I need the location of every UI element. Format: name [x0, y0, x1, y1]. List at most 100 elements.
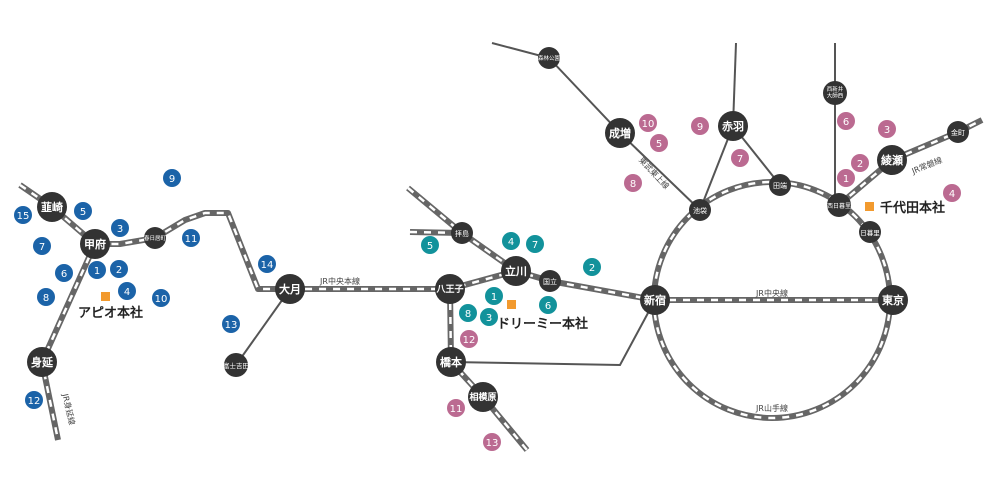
svg-text:赤羽: 赤羽 [722, 119, 744, 133]
svg-text:森林公園: 森林公園 [538, 54, 561, 62]
station-hachioji: 八王子 [435, 274, 465, 304]
marker-blue: 10 [152, 289, 170, 307]
svg-text:8: 8 [465, 309, 471, 320]
station-tokyo: 東京 [878, 285, 908, 315]
marker-teal: 5 [421, 236, 439, 254]
station-nishinippori: 西日暮里 [827, 193, 851, 217]
svg-text:2: 2 [116, 265, 122, 276]
svg-text:甲府: 甲府 [84, 237, 106, 251]
marker-blue: 14 [258, 255, 276, 273]
marker-teal: 4 [502, 232, 520, 250]
svg-text:11: 11 [450, 404, 463, 415]
office-dreamy: ドリーミー本社 [497, 300, 588, 332]
marker-blue: 9 [163, 169, 181, 187]
office-chiyoda: 千代田本社 [865, 200, 945, 216]
stations: 韮崎 甲府 身延 大月 八王子 立川 橋本 相模原 新宿 東京 成増 赤羽 綾瀬… [27, 47, 969, 412]
svg-text:立川: 立川 [505, 264, 527, 278]
marker-teal: 1 [485, 287, 503, 305]
svg-text:千代田本社: 千代田本社 [880, 200, 945, 216]
label-jr-minobu: JR身延線 [60, 392, 77, 426]
marker-pink: 2 [851, 154, 869, 172]
station-tachikawa: 立川 [501, 256, 531, 286]
svg-text:ドリーミー本社: ドリーミー本社 [497, 316, 588, 332]
svg-text:9: 9 [697, 122, 703, 133]
svg-text:6: 6 [545, 301, 551, 312]
station-sagamihara: 相模原 [468, 382, 498, 412]
svg-text:15: 15 [17, 211, 30, 222]
svg-text:10: 10 [155, 294, 168, 305]
label-tobu-tojo: 東武東上線 [637, 155, 672, 191]
label-jr-chuo-honsen: JR中央本線 [319, 276, 360, 286]
marker-pink: 7 [731, 149, 749, 167]
marker-pink: 3 [878, 120, 896, 138]
station-kasugaicho: 春日居町 [144, 227, 166, 249]
svg-text:5: 5 [80, 207, 86, 218]
marker-pink: 9 [691, 117, 709, 135]
svg-text:橋本: 橋本 [440, 355, 462, 369]
svg-text:6: 6 [61, 269, 67, 280]
line-labels: JR中央本線 JR中央線 JR山手線 JR常磐線 東武東上線 JR身延線 [60, 155, 943, 426]
svg-text:田端: 田端 [773, 181, 787, 190]
jr-joban-line [837, 117, 984, 208]
office-marker [865, 202, 874, 211]
svg-text:14: 14 [261, 260, 274, 271]
station-fujiyoshida: 富士吉田 [223, 353, 249, 377]
station-shinrinkoen: 森林公園 [538, 47, 561, 69]
svg-text:13: 13 [225, 320, 238, 331]
marker-pink: 13 [483, 433, 501, 451]
marker-blue: 2 [110, 260, 128, 278]
station-nishiarai: 西新井大師西 [823, 81, 847, 105]
marker-teal: 7 [526, 235, 544, 253]
svg-text:西新井大師西: 西新井大師西 [827, 85, 844, 99]
svg-text:3: 3 [117, 224, 123, 235]
svg-text:池袋: 池袋 [693, 206, 707, 215]
marker-blue: 15 [14, 206, 32, 224]
svg-text:1: 1 [491, 292, 497, 303]
office-marker [507, 300, 516, 309]
marker-pink: 5 [650, 134, 668, 152]
svg-text:6: 6 [843, 117, 849, 128]
label-jr-chuo: JR中央線 [755, 288, 788, 298]
office-apio: アピオ本社 [78, 292, 143, 321]
marker-teal: 6 [539, 296, 557, 314]
station-nippori: 日暮里 [859, 221, 881, 243]
svg-text:12: 12 [463, 335, 476, 346]
marker-blue: 7 [33, 237, 51, 255]
station-otsuki: 大月 [275, 274, 305, 304]
station-kofu: 甲府 [80, 229, 110, 259]
svg-text:拝島: 拝島 [455, 229, 469, 238]
station-nirasaki: 韮崎 [37, 192, 67, 222]
svg-text:成増: 成増 [609, 126, 631, 140]
marker-pink: 12 [460, 330, 478, 348]
station-ikebukuro: 池袋 [689, 199, 711, 221]
svg-text:新宿: 新宿 [644, 293, 666, 307]
svg-text:7: 7 [737, 154, 743, 165]
marker-teal: 8 [459, 304, 477, 322]
svg-text:10: 10 [642, 119, 655, 130]
svg-text:11: 11 [185, 234, 198, 245]
marker-blue: 1 [88, 261, 106, 279]
offices: アピオ本社 ドリーミー本社 千代田本社 [78, 200, 945, 332]
station-shinjuku: 新宿 [640, 285, 670, 315]
svg-text:相模原: 相模原 [469, 391, 496, 403]
svg-text:東京: 東京 [882, 293, 904, 307]
svg-text:13: 13 [486, 438, 499, 449]
station-ayase: 綾瀬 [877, 145, 907, 175]
svg-text:西日暮里: 西日暮里 [827, 202, 851, 210]
marker-pink: 8 [624, 174, 642, 192]
number-markers: 9 5 15 3 7 11 6 1 2 14 8 4 10 13 12 5 4 … [14, 112, 961, 451]
station-kanamachi: 金町 [947, 121, 969, 143]
yokohama-line [447, 288, 530, 452]
marker-blue: 11 [182, 229, 200, 247]
marker-blue: 8 [37, 288, 55, 306]
svg-text:国立: 国立 [543, 277, 557, 286]
station-akabane: 赤羽 [718, 111, 748, 141]
station-narimasu: 成増 [605, 118, 635, 148]
marker-blue: 3 [111, 219, 129, 237]
svg-text:八王子: 八王子 [435, 284, 463, 295]
svg-text:5: 5 [656, 139, 662, 150]
svg-text:1: 1 [843, 174, 849, 185]
svg-text:身延: 身延 [31, 355, 54, 369]
svg-text:7: 7 [532, 240, 538, 251]
